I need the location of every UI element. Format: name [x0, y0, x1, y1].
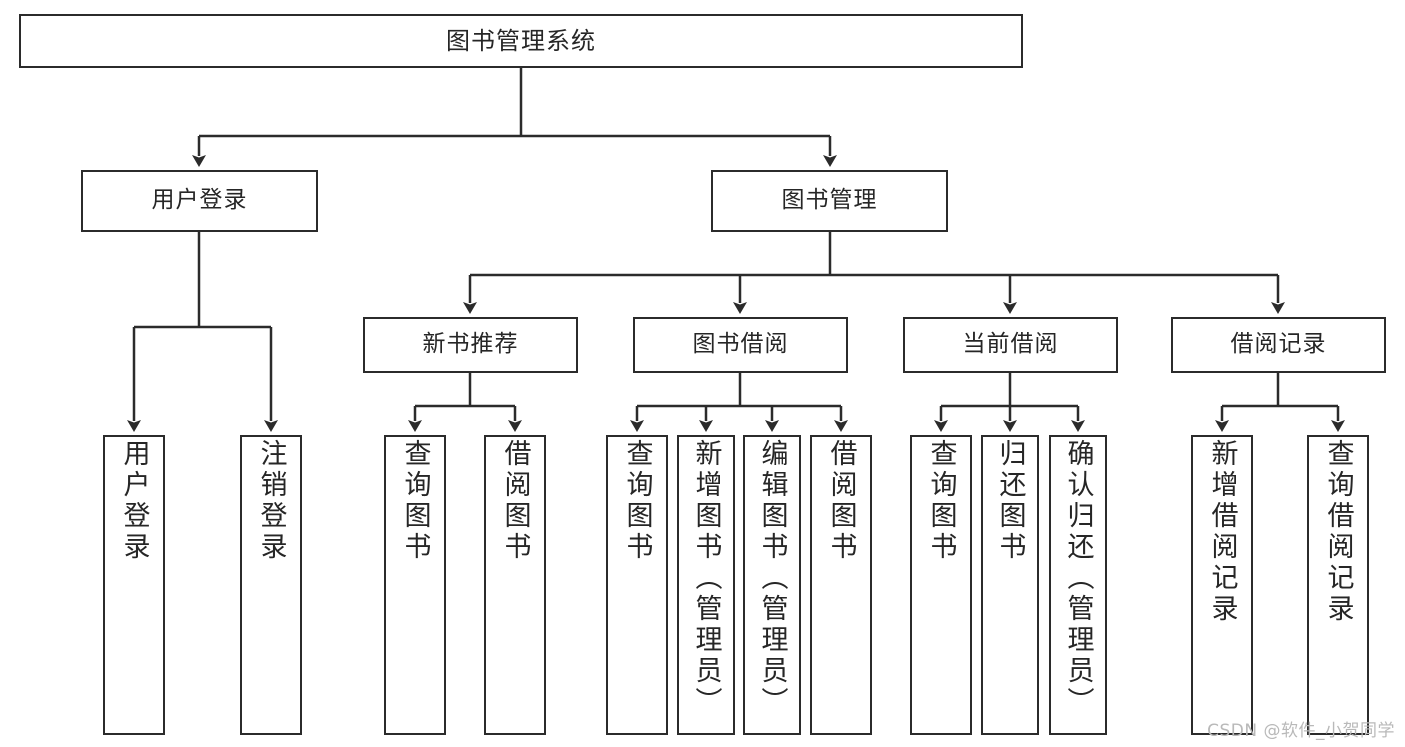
node-new-book-recommendation[interactable]: 新书推荐: [363, 317, 578, 373]
node-label: 新书推荐: [422, 331, 519, 358]
node-label: 新增图书（管理员）: [690, 439, 722, 718]
node-book-management[interactable]: 图书管理: [711, 170, 948, 232]
leaf-borrow-books-new[interactable]: 借阅图书: [484, 435, 546, 735]
leaf-confirm-return-admin[interactable]: 确认归还（管理员）: [1049, 435, 1107, 735]
node-label: 查询图书: [925, 439, 957, 563]
node-label: 图书管理系统: [446, 26, 596, 55]
node-label: 当前借阅: [962, 331, 1059, 358]
leaf-add-borrow-record[interactable]: 新增借阅记录: [1191, 435, 1253, 735]
leaf-logout[interactable]: 注销登录: [240, 435, 302, 735]
leaf-query-borrow-record[interactable]: 查询借阅记录: [1307, 435, 1369, 735]
node-label: 查询借阅记录: [1322, 439, 1354, 625]
leaf-user-login[interactable]: 用户登录: [103, 435, 165, 735]
node-label: 用户登录: [118, 439, 150, 563]
node-label: 确认归还（管理员）: [1062, 439, 1094, 718]
leaf-edit-book-admin[interactable]: 编辑图书（管理员）: [743, 435, 801, 735]
node-label: 查询图书: [399, 439, 431, 563]
node-current-borrowing[interactable]: 当前借阅: [903, 317, 1118, 373]
leaf-query-books-new[interactable]: 查询图书: [384, 435, 446, 735]
node-label: 编辑图书（管理员）: [756, 439, 788, 718]
node-label: 图书管理: [781, 187, 878, 214]
node-label: 查询图书: [621, 439, 653, 563]
node-borrowing-records[interactable]: 借阅记录: [1171, 317, 1386, 373]
node-label: 图书借阅: [692, 331, 789, 358]
node-book-borrowing[interactable]: 图书借阅: [633, 317, 848, 373]
leaf-borrow-books-borrow[interactable]: 借阅图书: [810, 435, 872, 735]
leaf-query-books-borrow[interactable]: 查询图书: [606, 435, 668, 735]
node-label: 借阅记录: [1230, 331, 1327, 358]
node-user-login[interactable]: 用户登录: [81, 170, 318, 232]
node-label: 用户登录: [151, 187, 248, 214]
node-label: 借阅图书: [825, 439, 857, 563]
leaf-query-books-current[interactable]: 查询图书: [910, 435, 972, 735]
node-label: 新增借阅记录: [1206, 439, 1238, 625]
leaf-return-books[interactable]: 归还图书: [981, 435, 1039, 735]
leaf-add-book-admin[interactable]: 新增图书（管理员）: [677, 435, 735, 735]
node-root-book-management-system[interactable]: 图书管理系统: [19, 14, 1023, 68]
node-label: 借阅图书: [499, 439, 531, 563]
node-label: 注销登录: [255, 439, 287, 563]
node-label: 归还图书: [994, 439, 1026, 563]
